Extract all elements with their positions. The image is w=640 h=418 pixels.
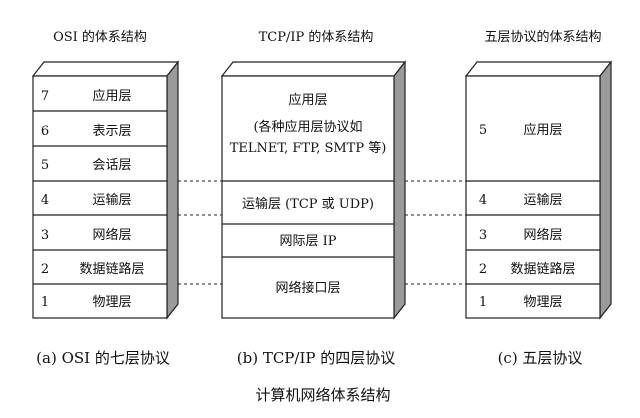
layer-label: 网络层: [523, 227, 562, 243]
layer-label: 物理层: [523, 295, 562, 310]
five-layer-caption: (c) 五层协议: [498, 349, 583, 367]
osi-layer-1: 1 物理层: [41, 295, 132, 310]
layer-number: 4: [41, 193, 49, 208]
layer-number: 1: [479, 295, 487, 310]
tcpip-header: TCP/IP 的体系结构: [259, 29, 374, 45]
five-layer-stack: 5 应用层 4 运输层 3 网络层 2 数据链路层 1 物理层: [464, 60, 613, 320]
layer-label: 运输层 (TCP 或 UDP): [242, 196, 374, 212]
layer-number: 2: [479, 262, 487, 277]
layer-number: 3: [479, 228, 487, 243]
layer-label: 数据链路层: [510, 261, 575, 277]
layer-label: 会话层: [92, 158, 131, 173]
tcpip-stack-face: [221, 75, 395, 319]
layer-label: 网络接口层: [275, 280, 340, 296]
five-layer-1: 1 物理层: [479, 295, 563, 310]
tcpip-stack-top: [220, 61, 407, 77]
osi-header: OSI 的体系结构: [53, 29, 147, 45]
layer-label: 物理层: [92, 295, 131, 310]
tcpip-layer-application: 应用层 (各种应用层协议如 TELNET, FTP, SMTP 等): [230, 92, 387, 156]
layer-correspondence-lines: [178, 180, 466, 285]
osi-layer-5: 5 会话层: [41, 158, 132, 173]
layer-label: 网际层 IP: [279, 234, 336, 249]
layer-number: 4: [479, 193, 487, 208]
osi-caption: (a) OSI 的七层协议: [36, 349, 170, 367]
five-layer-stack-top: [464, 61, 613, 77]
layer-number: 6: [41, 124, 49, 139]
tcpip-layer-transport: 运输层 (TCP 或 UDP): [242, 196, 374, 212]
layer-label: 运输层: [92, 192, 131, 208]
tcpip-caption: (b) TCP/IP 的四层协议: [237, 349, 396, 367]
layer-number: 2: [41, 262, 49, 277]
osi-stack-side: [166, 60, 179, 320]
osi-stack-face: [32, 75, 168, 319]
layer-label: 应用层: [523, 122, 562, 138]
osi-layer-4: 4 运输层: [41, 192, 132, 208]
diagram-title: 计算机网络体系结构: [255, 386, 390, 404]
layer-number: 1: [41, 295, 49, 310]
osi-layer-2: 2 数据链路层: [41, 261, 145, 277]
tcpip-stack: 应用层 (各种应用层协议如 TELNET, FTP, SMTP 等) 运输层 (…: [220, 60, 407, 320]
osi-layer-7: 7 应用层: [41, 88, 132, 104]
layer-label-line: TELNET, FTP, SMTP 等): [230, 140, 387, 156]
layer-number: 3: [41, 228, 49, 243]
layer-number: 7: [41, 89, 49, 104]
layer-label: 应用层: [288, 92, 327, 108]
osi-stack: 7 应用层 6 表示层 5 会话层 4 运输层 3 网络层 2 数据链路层 1 …: [31, 60, 180, 320]
five-layer-2: 2 数据链路层: [479, 261, 576, 277]
layer-label: 表示层: [92, 124, 131, 139]
layer-label: 数据链路层: [79, 261, 144, 277]
five-layer-3: 3 网络层: [479, 227, 563, 243]
layer-label: 运输层: [523, 192, 562, 208]
layer-label-line: (各种应用层协议如: [253, 119, 362, 135]
five-layer-5: 5 应用层: [479, 122, 563, 138]
five-layer-stack-side: [599, 60, 612, 320]
osi-layer-6: 6 表示层: [41, 124, 132, 139]
layer-label: 网络层: [92, 227, 131, 243]
five-layer-4: 4 运输层: [479, 192, 563, 208]
osi-stack-top: [31, 61, 180, 77]
five-layer-stack-face: [465, 75, 601, 319]
layer-label: 应用层: [92, 88, 131, 104]
tcpip-layer-internet: 网际层 IP: [279, 234, 336, 249]
tcpip-stack-side: [393, 60, 406, 320]
five-layer-header: 五层协议的体系结构: [484, 29, 601, 45]
tcpip-layer-network-interface: 网络接口层: [275, 280, 340, 296]
layer-number: 5: [41, 158, 49, 173]
layer-number: 5: [479, 123, 487, 138]
osi-layer-3: 3 网络层: [41, 227, 132, 243]
